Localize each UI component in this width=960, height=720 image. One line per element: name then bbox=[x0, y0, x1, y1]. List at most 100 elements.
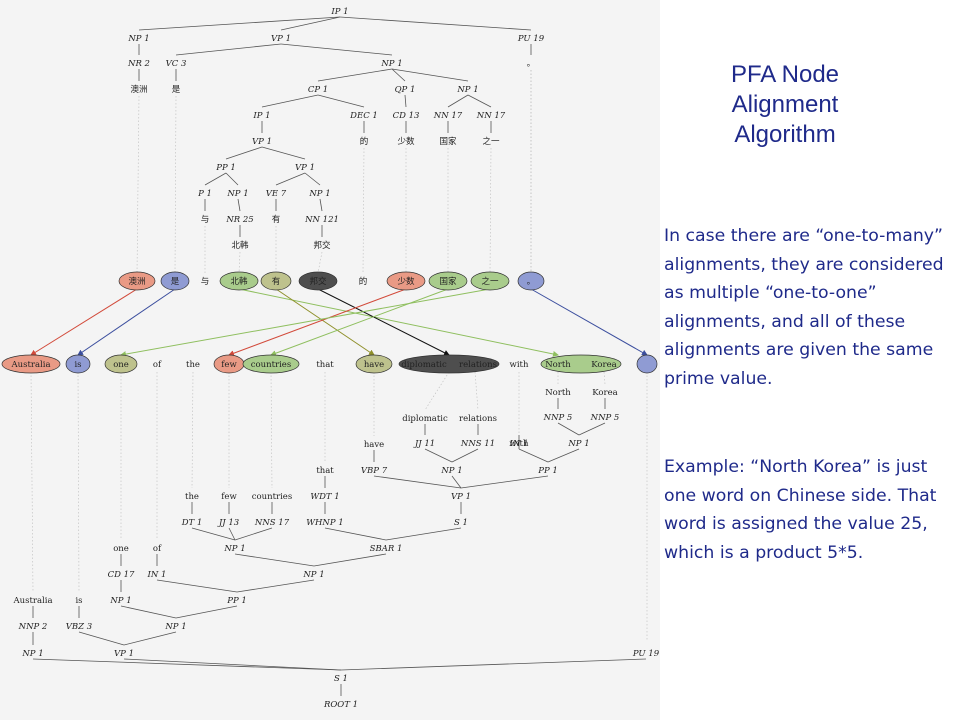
zh-alignment-word: 。 bbox=[527, 277, 536, 287]
zh-alignment-node bbox=[298, 271, 338, 291]
tree-edge bbox=[451, 448, 479, 463]
tree-node-label: NNS 17 bbox=[254, 518, 290, 528]
tree-leaf-word: the bbox=[185, 492, 199, 502]
guide-line bbox=[362, 147, 365, 274]
guide-line bbox=[489, 147, 492, 274]
tree-edge bbox=[225, 172, 239, 186]
tree-edge bbox=[373, 475, 462, 489]
tree-leaf-word: 与 bbox=[201, 215, 210, 225]
tree-node-label: ROOT 1 bbox=[323, 700, 358, 710]
tree-edge bbox=[547, 448, 580, 463]
tree-edge bbox=[460, 475, 549, 489]
alignment-arrow bbox=[317, 288, 450, 356]
en-alignment-word: one bbox=[113, 360, 129, 370]
tree-node-label: VBZ 3 bbox=[66, 622, 92, 632]
tree-node-label: NP 1 bbox=[21, 649, 43, 659]
tree-edge bbox=[319, 198, 323, 212]
tree-edge bbox=[237, 198, 241, 212]
en-alignment-word: few bbox=[221, 360, 237, 370]
tree-leaf-word: Korea bbox=[592, 388, 617, 398]
en-alignment-word: countries bbox=[251, 360, 291, 370]
tree-node-label: DT 1 bbox=[181, 518, 203, 528]
tree-edge bbox=[280, 16, 341, 31]
guide-line bbox=[174, 95, 177, 274]
tree-node-label: JJ 11 bbox=[413, 439, 435, 449]
tree-leaf-word: diplomatic bbox=[402, 414, 448, 424]
tree-edge bbox=[317, 94, 365, 108]
tree-leaf-word: 的 bbox=[360, 136, 369, 147]
tree-node-label: S 1 bbox=[334, 674, 348, 684]
guide-line bbox=[424, 371, 450, 411]
tree-node-label: VP 1 bbox=[451, 492, 471, 502]
tree-node-label: NP 1 bbox=[302, 570, 324, 580]
alignment-arrow bbox=[238, 288, 559, 357]
tree-node-label: NR 2 bbox=[127, 59, 150, 69]
tree-node-label: CP 1 bbox=[308, 85, 328, 95]
tree-leaf-word: 有 bbox=[272, 214, 281, 225]
tree-node-label: PP 1 bbox=[215, 163, 236, 173]
alignment-arrow bbox=[275, 288, 375, 356]
tree-edge bbox=[404, 94, 407, 108]
guide-line bbox=[474, 371, 479, 411]
tree-edge bbox=[204, 172, 227, 186]
alignment-arrow bbox=[77, 288, 176, 356]
tree-node-label: CD 17 bbox=[108, 570, 135, 580]
tree-node-label: WDT 1 bbox=[310, 492, 339, 502]
zh-alignment-word: 少数 bbox=[397, 276, 415, 287]
zh-alignment-node bbox=[386, 271, 426, 291]
tree-edge bbox=[234, 553, 315, 567]
zh-alignment-word: 之一 bbox=[481, 276, 499, 287]
tree-edge bbox=[467, 94, 492, 108]
tree-edge bbox=[225, 146, 263, 160]
title-line-1: PFA Node bbox=[730, 61, 840, 88]
tree-edge bbox=[261, 146, 306, 160]
guide-line bbox=[30, 371, 34, 593]
zh-alignment-word: 与 bbox=[201, 277, 210, 287]
tree-edge bbox=[447, 94, 469, 108]
tree-node-label: PU 19 bbox=[632, 649, 660, 659]
en-alignment-word: with bbox=[510, 360, 529, 370]
tree-node-label: NNS 11 bbox=[460, 439, 495, 449]
tree-edge bbox=[391, 68, 469, 82]
tree-edge bbox=[304, 172, 321, 186]
en-alignment-word: relations bbox=[459, 360, 497, 370]
tree-edge bbox=[175, 43, 282, 56]
tree-edge bbox=[156, 579, 238, 593]
zh-alignment-node bbox=[428, 271, 468, 291]
tree-leaf-word: one bbox=[113, 544, 129, 554]
tree-edge bbox=[424, 448, 453, 463]
en-alignment-node bbox=[104, 354, 138, 374]
tree-leaf-word: 。 bbox=[527, 59, 536, 69]
alignment-arrow bbox=[228, 288, 407, 357]
tree-node-label: NN 121 bbox=[304, 215, 339, 225]
tree-node-label: NN 17 bbox=[476, 111, 506, 121]
alignment-arrow bbox=[270, 288, 449, 357]
en-alignment-node bbox=[65, 354, 91, 374]
tree-edge bbox=[557, 422, 580, 436]
tree-node-label: QP 1 bbox=[395, 85, 416, 95]
tree-node-label: NN 17 bbox=[433, 111, 463, 121]
tree-edge bbox=[123, 658, 342, 671]
guide-line bbox=[191, 371, 194, 489]
tree-edge bbox=[78, 631, 125, 646]
tree-edge bbox=[275, 172, 306, 186]
en-alignment-word: have bbox=[364, 360, 384, 370]
tree-node-label: WHNP 1 bbox=[306, 518, 343, 528]
tree-edge bbox=[120, 605, 177, 619]
zh-alignment-node bbox=[517, 271, 545, 291]
guide-line bbox=[238, 251, 241, 274]
tree-node-label: NP 1 bbox=[308, 189, 330, 199]
tree-node-label: VBP 7 bbox=[361, 466, 388, 476]
tree-node-label: IP 1 bbox=[252, 111, 270, 121]
tree-edge bbox=[175, 605, 238, 619]
zh-alignment-node bbox=[470, 271, 510, 291]
alignment-arrow bbox=[530, 288, 648, 356]
tree-edge bbox=[578, 422, 606, 436]
tree-node-label: NP 1 bbox=[226, 189, 248, 199]
zh-alignment-word: 北韩 bbox=[230, 276, 248, 287]
tree-node-label: VP 1 bbox=[271, 34, 291, 44]
tree-node-label: NNP 5 bbox=[543, 413, 573, 423]
zh-alignment-word: 有 bbox=[272, 276, 281, 287]
alignment-arrow bbox=[120, 288, 491, 358]
